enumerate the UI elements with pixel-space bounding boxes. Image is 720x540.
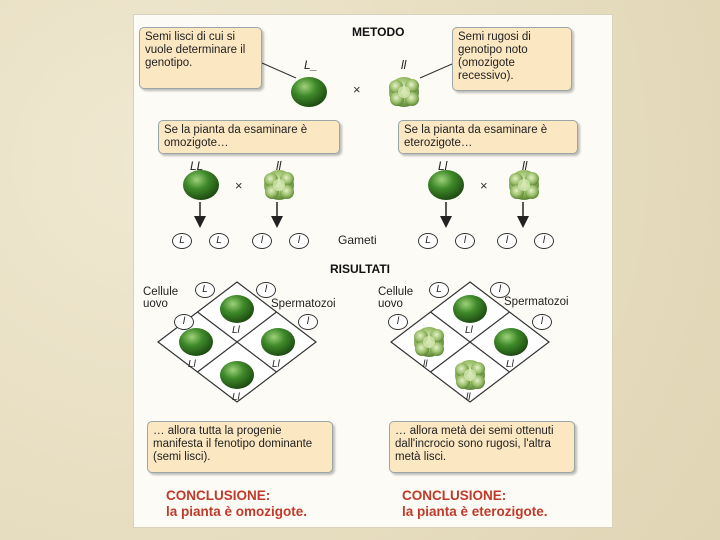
gamete: l: [289, 233, 309, 249]
heterozygous-case-box: Se la pianta da esaminare è eterozigote…: [398, 120, 578, 154]
wrinkled-seed: [414, 327, 444, 357]
gamete: L: [418, 233, 438, 249]
conclusion-homo-text: la pianta è omozigote.: [166, 504, 308, 519]
cross-symbol: ×: [480, 178, 488, 193]
gamete: l: [497, 233, 517, 249]
sperm-gamete: l: [298, 314, 318, 330]
smooth-seed: [291, 77, 327, 107]
cell-genotype: Ll: [232, 325, 240, 336]
sperm-gamete: l: [256, 282, 276, 298]
smooth-seed: [453, 295, 487, 323]
wrinkled-seed: [455, 360, 485, 390]
egg-cells-label: Cellule uovo: [378, 286, 414, 310]
homozygous-case-box: Se la pianta da esaminare è omozigote…: [158, 120, 340, 154]
conclusion-hetero-title: CONCLUSIONE:: [402, 488, 507, 503]
genotype-ll: ll: [276, 159, 282, 173]
egg-gamete: l: [388, 314, 408, 330]
conclusion-homo-title: CONCLUSIONE:: [166, 488, 271, 503]
punnett-grid-hetero: [390, 281, 550, 403]
wrinkled-seed: [389, 77, 419, 107]
cell-genotype: Ll: [272, 359, 280, 370]
cell-genotype: Ll: [465, 325, 473, 336]
gamete: l: [455, 233, 475, 249]
method-title: METODO: [352, 25, 405, 39]
sperm-gamete: l: [490, 282, 510, 298]
cell-genotype: Ll: [506, 359, 514, 370]
smooth-seed: [494, 328, 528, 356]
cross-symbol: ×: [353, 82, 361, 97]
cell-genotype: ll: [466, 392, 471, 403]
gamete: l: [252, 233, 272, 249]
genotype-unknown: L_: [304, 58, 318, 72]
cross-symbol: ×: [235, 178, 243, 193]
unknown-seed-box: Semi lisci di cui si vuole determinare i…: [139, 27, 262, 89]
genotype-Ll: Ll: [438, 159, 448, 173]
egg-gamete: l: [174, 314, 194, 330]
gamete: l: [534, 233, 554, 249]
smooth-seed: [179, 328, 213, 356]
smooth-seed: [183, 170, 219, 200]
sperm-gamete: l: [532, 314, 552, 330]
sperm-label: Spermatozoi: [271, 298, 336, 310]
homozygous-outcome-box: … allora tutta la progenie manifesta il …: [147, 421, 333, 473]
genotype-LL: LL: [190, 159, 204, 173]
cell-genotype: ll: [423, 359, 428, 370]
recessive-seed-box: Semi rugosi di genotipo noto (omozigote …: [452, 27, 572, 91]
smooth-seed: [261, 328, 295, 356]
cell-genotype: Ll: [188, 359, 196, 370]
smooth-seed: [220, 295, 254, 323]
egg-gamete: L: [195, 282, 215, 298]
heterozygous-outcome-box: … allora metà dei semi ottenuti dall'inc…: [389, 421, 575, 473]
egg-gamete: L: [429, 282, 449, 298]
smooth-seed: [428, 170, 464, 200]
pointer-line: [261, 62, 297, 79]
sperm-label: Spermatozoi: [504, 296, 569, 308]
cell-genotype: Ll: [232, 392, 240, 403]
genotype-ll: ll: [522, 159, 528, 173]
egg-cells-label: Cellule uovo: [143, 286, 179, 310]
genotype-recessive: ll: [401, 58, 407, 72]
wrinkled-seed: [509, 170, 539, 200]
gametes-label: Gameti: [338, 233, 377, 247]
smooth-seed: [220, 361, 254, 389]
results-title: RISULTATI: [330, 262, 390, 276]
gamete: L: [209, 233, 229, 249]
conclusion-hetero-text: la pianta è eterozigote.: [402, 504, 548, 519]
wrinkled-seed: [264, 170, 294, 200]
gamete: L: [172, 233, 192, 249]
pointer-line: [419, 63, 453, 79]
